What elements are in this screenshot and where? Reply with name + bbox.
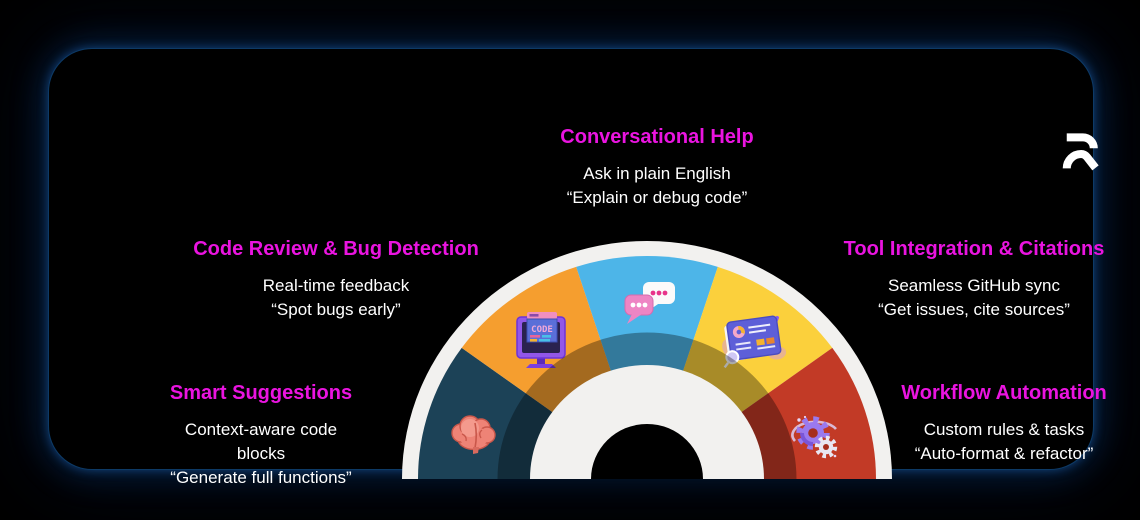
feature-title: Code Review & Bug Detection: [193, 238, 479, 260]
feature-line: Seamless GitHub sync: [888, 276, 1060, 295]
feature-tool-integration: Tool Integration & Citations Seamless Gi…: [804, 237, 1140, 322]
feature-line: “Explain or debug code”: [566, 188, 748, 207]
feature-line: “Get issues, cite sources”: [878, 300, 1070, 319]
feature-line: Real-time feedback: [262, 276, 410, 295]
feature-smart-suggestions: Smart Suggestions Context-aware code blo…: [168, 381, 354, 490]
feature-line: “Spot bugs early”: [271, 300, 401, 319]
feature-line: “Generate full functions”: [170, 468, 352, 487]
tablet-hands-icon: [722, 315, 787, 369]
feature-conversational-help: Conversational Help Ask in plain English…: [482, 125, 832, 210]
feature-workflow-automation: Workflow Automation Custom rules & tasks…: [869, 381, 1139, 466]
infographic-card: Conversational Help Ask in plain English…: [48, 48, 1107, 487]
feature-line: Custom rules & tasks: [923, 420, 1085, 439]
brain-icon: [451, 415, 496, 454]
feature-title: Workflow Automation: [901, 382, 1107, 404]
gauge-inner-white: [530, 365, 764, 479]
code-monitor-icon: CODE: [516, 312, 566, 368]
feature-line: Context-aware code blocks: [184, 420, 338, 463]
feature-code-review: Code Review & Bug Detection Real-time fe…: [166, 237, 506, 322]
semicircle-gauge: CODE: [402, 241, 892, 479]
gears-icon: [791, 415, 838, 459]
gauge-inner-shadow-ring: [497, 332, 797, 479]
logo-bottom-stroke: [1062, 150, 1099, 171]
chat-bubbles-icon: [624, 282, 675, 324]
feature-title: Conversational Help: [560, 126, 754, 148]
code-screen-text: CODE: [531, 325, 553, 335]
gauge-center-hole: [591, 424, 703, 479]
feature-title: Tool Integration & Citations: [843, 238, 1105, 260]
feature-line: “Auto-format & refactor”: [914, 444, 1094, 463]
feature-line: Ask in plain English: [583, 164, 731, 183]
brand-r-logo-icon: [1062, 133, 1099, 171]
logo-top-stroke: [1066, 133, 1098, 149]
feature-title: Smart Suggestions: [169, 382, 353, 404]
